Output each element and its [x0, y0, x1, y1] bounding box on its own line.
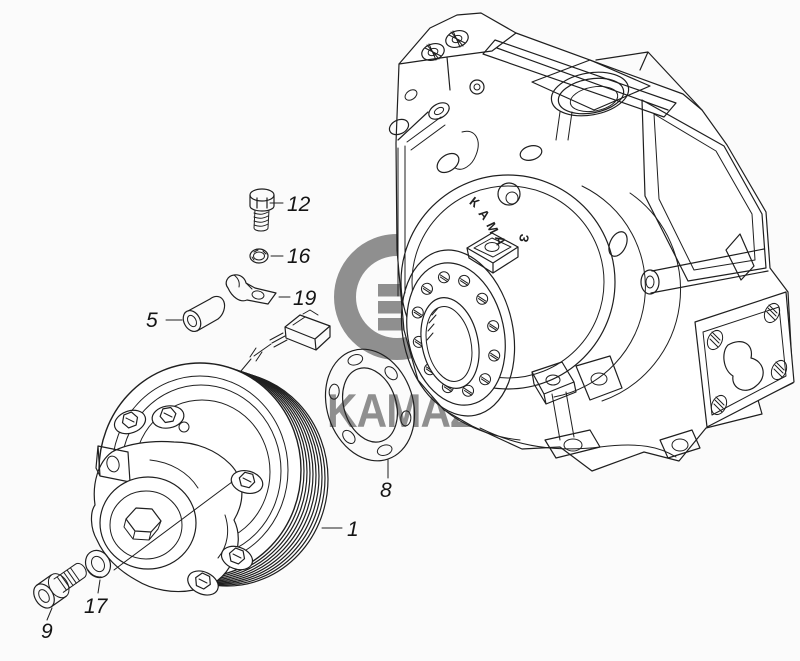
svg-text:5: 5	[146, 309, 158, 332]
hub-boss-ring	[400, 249, 516, 417]
bolt-part-9	[33, 562, 87, 609]
svg-text:16: 16	[287, 245, 311, 268]
sensor-wire-connector	[240, 309, 331, 372]
callout-1: 1	[321, 518, 359, 541]
svg-text:9: 9	[41, 620, 53, 643]
svg-text:З: З	[516, 233, 532, 244]
nut-part-16	[249, 248, 269, 264]
svg-text:19: 19	[293, 287, 317, 310]
callout-19: 19	[278, 287, 317, 310]
lifting-eye	[497, 182, 521, 206]
mounting-lug-bolts	[113, 405, 264, 596]
svg-text:12: 12	[287, 193, 311, 216]
callout-8: 8	[380, 459, 392, 502]
callout-12: 12	[269, 193, 311, 216]
callouts: 12 16 19 5 1 8 9 17	[41, 193, 392, 643]
svg-text:1: 1	[347, 518, 359, 541]
gasket-part-8	[324, 348, 416, 462]
callout-17: 17	[84, 579, 109, 618]
callout-9: 9	[41, 607, 53, 643]
center-hex-bolt	[123, 507, 162, 541]
engine-housing-drawing: К А М А З	[388, 12, 795, 472]
side-mounting-flange	[694, 291, 795, 428]
callout-16: 16	[270, 245, 311, 268]
washer-part-17	[84, 549, 112, 579]
bracket-part-19	[225, 274, 277, 305]
pulley-assembly-part-1	[90, 362, 329, 596]
svg-text:17: 17	[84, 595, 109, 618]
callout-5: 5	[146, 309, 183, 332]
bolt-part-12	[249, 188, 275, 232]
threaded-hole	[445, 30, 469, 48]
threaded-hole	[421, 43, 445, 61]
bushing-part-5	[182, 295, 226, 333]
svg-text:8: 8	[380, 479, 392, 502]
